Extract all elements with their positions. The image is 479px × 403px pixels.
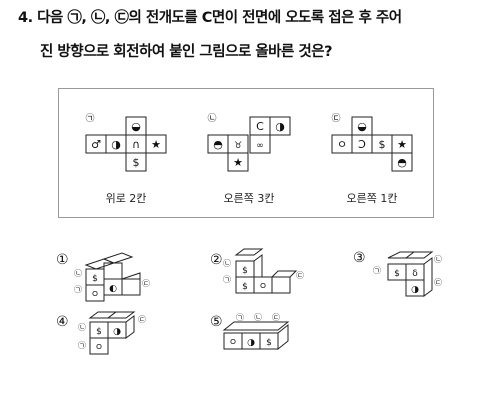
net-1-marker: ㉠ bbox=[85, 113, 94, 124]
option-1-symbol: $ bbox=[92, 274, 98, 284]
net-2-face-bottom: ★ bbox=[233, 156, 243, 169]
option-3-number[interactable]: ③ bbox=[353, 250, 366, 266]
option-4-number[interactable]: ④ bbox=[56, 314, 69, 330]
net-1-caption: 위로 2칸 bbox=[105, 192, 147, 205]
option-5-marker: ㉢ bbox=[272, 313, 280, 322]
option-5-number[interactable]: ⑤ bbox=[210, 314, 223, 330]
net-3-face-2: Ɔ bbox=[358, 138, 366, 151]
option-4-marker: ㉢ bbox=[138, 315, 146, 324]
net-1-face-2: ◑ bbox=[111, 138, 121, 151]
option-5-marker: ㉠ bbox=[236, 313, 244, 322]
question-text-line2: 진 방향으로 회전하여 붙인 그림으로 올바른 것은? bbox=[40, 44, 333, 60]
net-1-face-top: ◒ bbox=[131, 120, 141, 133]
option-4-marker: ㉠ bbox=[78, 341, 86, 350]
option-1-marker: ㉡ bbox=[74, 269, 82, 278]
net-1 bbox=[85, 116, 167, 172]
option-1-symbol: ㅇ bbox=[91, 290, 99, 300]
option-1-number[interactable]: ① bbox=[56, 252, 69, 268]
net-2-face-top-right: ◑ bbox=[275, 120, 285, 133]
option-2-marker: ㉠ bbox=[223, 275, 231, 284]
net-2 bbox=[207, 116, 291, 172]
option-2-number[interactable]: ② bbox=[210, 252, 223, 268]
net-3-marker: ㉢ bbox=[331, 113, 340, 124]
option-3-figure bbox=[387, 251, 434, 297]
option-3-symbol: δ bbox=[412, 269, 418, 279]
net-3-face-3: $ bbox=[379, 138, 386, 151]
option-4-symbol: $ bbox=[96, 327, 102, 337]
option-1-symbol: ◐ bbox=[109, 284, 117, 294]
nets-panel bbox=[58, 88, 434, 218]
option-5-figure bbox=[222, 321, 290, 351]
net-2-face-left: ◓ bbox=[213, 138, 223, 151]
option-1-marker: ㉠ bbox=[74, 285, 82, 294]
net-1-face-left: ♂ bbox=[91, 138, 101, 151]
net-3-face-bottom: ◓ bbox=[397, 156, 407, 169]
option-5-symbol: $ bbox=[266, 338, 272, 348]
option-4-marker: ㉡ bbox=[78, 323, 86, 332]
net-2-caption: 오른쪽 3칸 bbox=[223, 192, 275, 205]
net-2-face-c: C bbox=[256, 120, 264, 133]
option-1-marker: ㉢ bbox=[142, 279, 150, 288]
option-1-figure bbox=[84, 252, 141, 302]
option-4-symbol: ㅇ bbox=[95, 343, 103, 353]
net-3-face-left: ㅇ bbox=[337, 138, 347, 151]
options-figures bbox=[84, 248, 434, 355]
option-3-marker: ㉢ bbox=[434, 278, 442, 287]
net-2-face-3: ∞ bbox=[256, 141, 264, 151]
option-2-symbol: $ bbox=[242, 266, 248, 276]
net-2-face-2: ♉ bbox=[234, 141, 242, 151]
net-3-face-top: ◒ bbox=[357, 120, 367, 133]
option-4-figure bbox=[88, 311, 136, 355]
option-3-marker: ㉡ bbox=[434, 255, 442, 264]
option-2-marker: ㉢ bbox=[296, 271, 304, 280]
net-2-marker: ㉡ bbox=[207, 113, 216, 124]
option-2-symbol: $ bbox=[242, 282, 248, 292]
net-1-face-center: ∩ bbox=[132, 138, 140, 151]
option-4-symbol: ◑ bbox=[113, 327, 121, 337]
option-2-symbol: ㅇ bbox=[259, 282, 267, 292]
net-3-face-right: ★ bbox=[397, 138, 407, 151]
net-1-face-bottom: $ bbox=[133, 156, 140, 169]
option-2-marker: ㉡ bbox=[223, 259, 231, 268]
option-5-symbol: ◑ bbox=[247, 338, 255, 348]
option-3-symbol: ◑ bbox=[411, 285, 419, 295]
net-1-face-right: ★ bbox=[151, 138, 161, 151]
net-3 bbox=[331, 116, 413, 172]
option-5-symbol: ㅇ bbox=[229, 338, 237, 348]
option-3-symbol: $ bbox=[394, 269, 400, 279]
option-2-figure bbox=[234, 248, 298, 294]
option-5-marker: ㉡ bbox=[254, 313, 262, 322]
option-3-marker: ㉠ bbox=[373, 266, 381, 275]
question-text-line1: 4. 다음 ㉠, ㉡, ㉢의 전개도를 C면이 전면에 오도록 접은 후 주어 bbox=[18, 10, 402, 26]
net-3-caption: 오른쪽 1칸 bbox=[346, 192, 398, 205]
